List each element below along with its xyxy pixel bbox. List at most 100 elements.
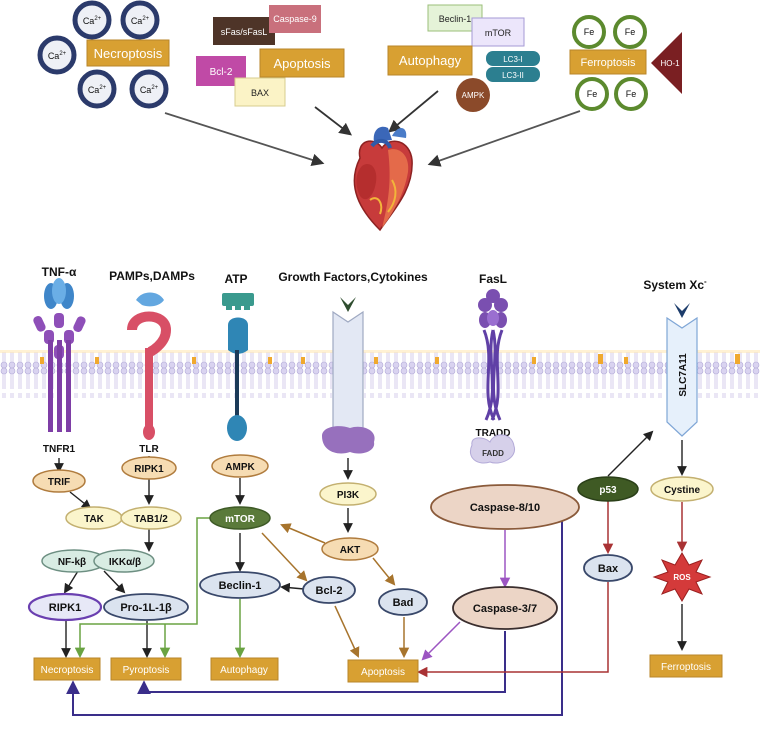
lc3i-box	[486, 51, 540, 66]
outcome-apoptosis: Apoptosis	[347, 659, 419, 683]
svg-text:Pro-1L-1β: Pro-1L-1β	[120, 602, 172, 614]
node-nfkb: NF-kβ	[41, 549, 107, 573]
fasl-label: FasL	[479, 272, 507, 286]
necroptosis-top-label: Necroptosis	[94, 46, 163, 61]
svg-text:ROS: ROS	[673, 573, 691, 582]
pathway-arrows	[54, 430, 688, 716]
svg-text:Fe: Fe	[626, 89, 637, 99]
system-xc-label: System Xc-	[643, 277, 707, 292]
svg-text:TAK: TAK	[84, 514, 105, 525]
apoptosis-cluster: sFas/sFasL Caspase-9 Bcl-2 Apoptosis BAX	[196, 5, 345, 107]
lc3ii-label: LC3-II	[502, 71, 524, 80]
apoptosis-top-label: Apoptosis	[273, 56, 331, 71]
node-ros: ROS	[652, 552, 712, 602]
ampk-top-label: AMPK	[462, 91, 485, 100]
node-cystine: Cystine	[650, 476, 714, 502]
fadd-label: FADD	[482, 449, 504, 458]
svg-text:Caspase-3/7: Caspase-3/7	[473, 603, 537, 615]
outcome-autophagy: Autophagy	[210, 657, 279, 681]
node-ampk: AMPK	[211, 454, 269, 478]
node-pro1l1b: Pro-1L-1β	[103, 593, 189, 621]
tnf-trimer-icon	[44, 278, 74, 309]
ca-ion-5: Ca2+	[129, 69, 169, 109]
fe-ion-4: Fe	[614, 77, 648, 111]
node-mtor: mTOR	[209, 506, 271, 530]
node-bad: Bad	[378, 588, 428, 616]
autophagy-top-label: Autophagy	[399, 53, 462, 68]
fadd-blob	[470, 434, 516, 464]
outcome-necroptosis: Necroptosis	[33, 657, 101, 681]
svg-text:RIPK1: RIPK1	[49, 602, 81, 614]
node-tab12: TAB1/2	[120, 506, 182, 530]
atp-receptor	[227, 317, 248, 441]
svg-text:Cystine: Cystine	[664, 485, 701, 496]
atp-icon	[222, 293, 254, 310]
cell-membrane	[0, 350, 760, 398]
svg-text:mTOR: mTOR	[225, 514, 256, 525]
fasl-icon	[478, 289, 508, 328]
pamps-label: PAMPs,DAMPs	[109, 269, 195, 283]
svg-text:Ca2+: Ca2+	[140, 85, 159, 95]
outcome-ferroptosis: Ferroptosis	[649, 654, 723, 678]
svg-text:AMPK: AMPK	[225, 462, 255, 473]
svg-text:Bax: Bax	[598, 563, 619, 575]
lc3ii-box	[486, 67, 540, 82]
lc3i-label: LC3-I	[503, 55, 523, 64]
bax-top-label: BAX	[251, 88, 269, 98]
pamps-icon	[136, 292, 164, 307]
tradd-label: TRADD	[476, 428, 511, 439]
sfas-label: sFas/sFasL	[221, 27, 268, 37]
svg-text:Necroptosis: Necroptosis	[41, 665, 94, 676]
beclin1-top-label: Beclin-1	[439, 14, 472, 24]
svg-text:NF-kβ: NF-kβ	[58, 557, 86, 568]
tnf-label: TNF-α	[42, 265, 77, 279]
node-ripk1-tlr: RIPK1	[121, 456, 177, 480]
mtor-top-label: mTOR	[485, 28, 512, 38]
ca-ion-3: Ca2+	[37, 35, 77, 75]
node-pi3k: PI3K	[319, 482, 377, 506]
sfas-box	[213, 17, 275, 45]
svg-text:IKKα/β: IKKα/β	[109, 557, 141, 568]
node-caspase810: Caspase-8/10	[430, 484, 580, 530]
node-trif: TRIF	[32, 469, 86, 493]
bcl2-top-label: Bcl-2	[210, 67, 233, 78]
top-arrows	[164, 90, 581, 167]
ampk-top-circle	[456, 78, 490, 112]
svg-text:RIPK1: RIPK1	[134, 464, 164, 475]
svg-text:Beclin-1: Beclin-1	[219, 580, 262, 592]
svg-text:Autophagy: Autophagy	[220, 665, 268, 676]
fe-ion-1: Fe	[572, 15, 606, 49]
svg-text:AKT: AKT	[340, 545, 361, 556]
ferroptosis-cluster: Fe Fe Ferroptosis Fe Fe HO-1	[569, 15, 682, 111]
ca-ion-4: Ca2+	[77, 69, 117, 109]
ca-ion-1: Ca2+	[72, 0, 112, 40]
node-bax: Bax	[583, 554, 633, 582]
ferroptosis-top-label: Ferroptosis	[580, 57, 636, 69]
growth-factor-receptor	[322, 310, 375, 454]
svg-text:Pyroptosis: Pyroptosis	[123, 665, 170, 676]
node-tak: TAK	[65, 506, 123, 530]
node-caspase37: Caspase-3/7	[452, 586, 558, 630]
mtor-top-box	[471, 17, 525, 47]
svg-text:Ca2+: Ca2+	[48, 51, 67, 61]
svg-text:Ca2+: Ca2+	[88, 85, 107, 95]
caspase9-box	[269, 5, 321, 33]
svg-text:Fe: Fe	[584, 27, 595, 37]
svg-text:p53: p53	[599, 485, 617, 496]
svg-text:Ferroptosis: Ferroptosis	[661, 662, 711, 673]
node-bcl2: Bcl-2	[302, 576, 356, 604]
svg-text:Ca2+: Ca2+	[131, 16, 150, 26]
node-ripk1: RIPK1	[27, 592, 103, 622]
necroptosis-cluster: Ca2+ Ca2+ Ca2+ Necroptosis Ca2+ Ca2+	[37, 0, 170, 109]
atp-label: ATP	[224, 272, 247, 286]
heart-icon	[353, 126, 413, 232]
caspase9-label: Caspase-9	[273, 14, 317, 24]
tlr-receptor	[127, 311, 172, 440]
tnfr1-receptor	[33, 313, 86, 432]
slc7a11-icon	[674, 303, 690, 318]
node-beclin1: Beclin-1	[199, 571, 281, 599]
ho1-label: HO-1	[660, 59, 680, 68]
svg-text:TAB1/2: TAB1/2	[134, 514, 168, 525]
tlr-label: TLR	[139, 444, 159, 455]
